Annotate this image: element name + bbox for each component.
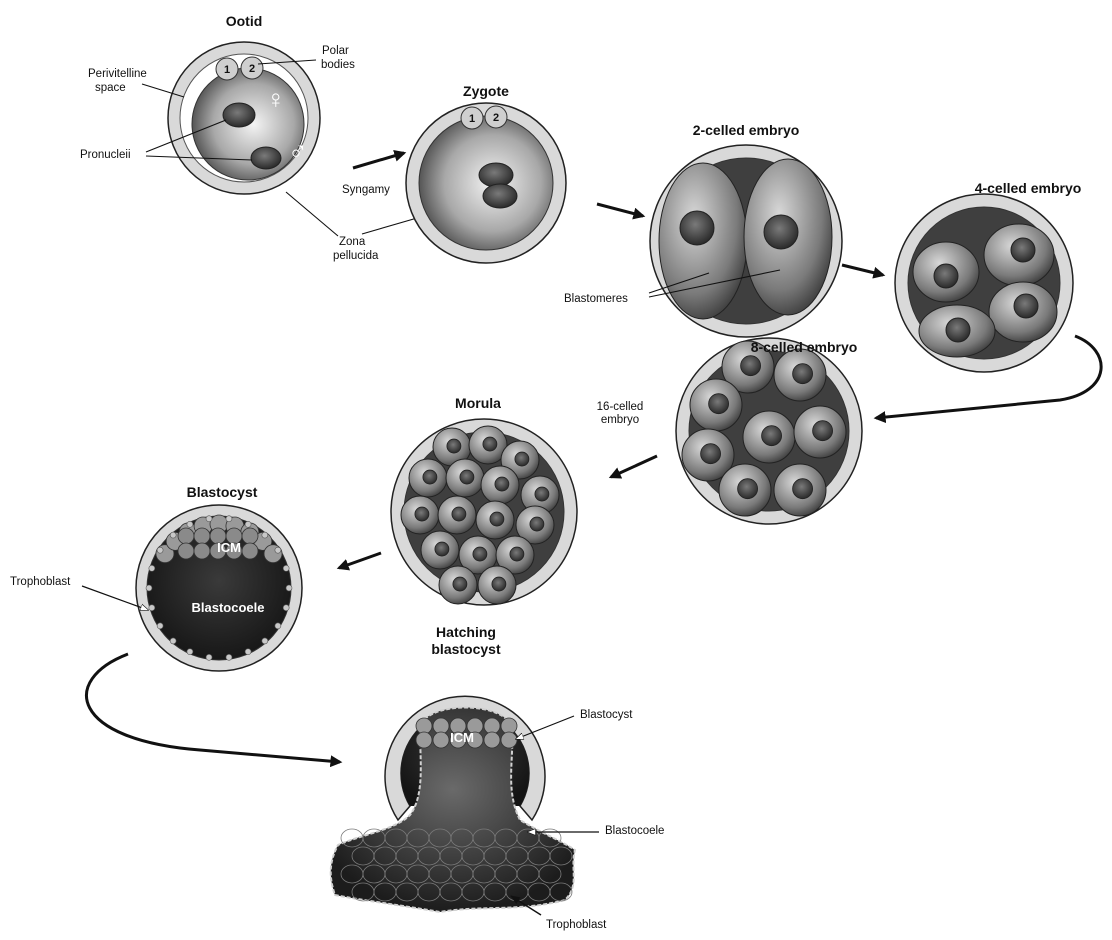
male-symbol-icon: ♂ [288,136,308,166]
label-blastocyst-hatching: Blastocyst [580,709,633,721]
zygote-stage: 1 2 [406,103,566,263]
polar-body-1-label: 1 [224,64,230,76]
morula-blastomere [439,566,477,604]
label-zona-1: Zona [339,236,366,248]
eight-cell-stage [676,338,862,524]
morula-blastomere [438,496,476,534]
trophoblast-cell [275,547,281,553]
trophoblast-cell [157,623,163,629]
label-pronucleii: Pronucleii [80,149,131,161]
hatching-blastocyst-stage [331,696,575,912]
trophoblast-cell [149,565,155,571]
icm-cell [178,528,194,544]
label-sixteen-cell-2: embryo [601,414,639,426]
label-trophoblast-bottom: Trophoblast [546,919,607,931]
trophoblast-cell [245,521,251,527]
icm-cell [484,718,500,734]
trophoblast-cell [262,638,268,644]
trophoblast-cell [262,532,268,538]
four-cell-stage [895,194,1073,372]
morula-stage [391,419,577,605]
two-cell-stage [650,145,842,337]
stage-title-morula: Morula [455,395,501,411]
stage-title-zygote: Zygote [463,83,509,99]
label-sixteen-cell-1: 16-celled [597,401,644,413]
stage-title-two-cell: 2-celled embryo [693,122,800,138]
morula-blastomere [421,531,459,569]
trophoblast-cell [187,649,193,655]
blastocyst-blastocoele-label: Blastocoele [192,600,265,615]
label-blastomeres: Blastomeres [564,293,628,305]
zygote-polar-body-1-label: 1 [469,113,475,125]
morula-blastomere [446,459,484,497]
hatching-icm-label: ICM [450,730,474,745]
polar-body-2-label: 2 [249,63,255,75]
trophoblast-cell [170,532,176,538]
morula-blastomere [401,496,439,534]
icm-cell [433,732,449,748]
label-trophoblast-left: Trophoblast [10,576,71,588]
eight-cell-blastomere [690,379,742,431]
stage-title-eight-cell: 8-celled embryo [751,339,858,355]
trophoblast-cell [245,649,251,655]
trophoblast-cell [283,605,289,611]
eight-cell-blastomere [794,406,846,458]
label-polar-bodies-2: bodies [321,59,355,71]
trophoblast-cell [187,521,193,527]
trophoblast-cell [226,654,232,660]
male-pronucleus [251,147,281,169]
trophoblast-cell [170,638,176,644]
zygote-polar-body-2-label: 2 [493,112,499,124]
icm-cell [501,718,517,734]
icm-cell [242,543,258,559]
label-perivitelline-2: space [95,82,126,94]
blastocyst-icm-label: ICM [217,540,241,555]
label-perivitelline-1: Perivitelline [88,68,147,80]
icm-cell [501,732,517,748]
icm-cell [194,543,210,559]
icm-cell [194,528,210,544]
trophoblast-cell [149,605,155,611]
icm-cell [484,732,500,748]
morula-blastomere [478,566,516,604]
trophoblast-cell [283,565,289,571]
blastocyst-stage [136,505,302,671]
female-symbol-icon: ♀ [266,84,286,114]
trophoblast-cell [206,516,212,522]
stage-title-ootid: Ootid [226,13,263,29]
trophoblast-cell [206,654,212,660]
icm-cell [416,718,432,734]
morula-blastomere [476,501,514,539]
trophoblast-cell [146,585,152,591]
trophoblast-cell [157,547,163,553]
label-syngamy: Syngamy [342,184,390,196]
eight-cell-blastomere [774,464,826,516]
trophoblast-cell [226,516,232,522]
stage-title-four-cell: 4-celled embryo [975,180,1082,196]
female-pronucleus [223,103,255,127]
icm-cell [416,732,432,748]
label-blastocoele-hatching: Blastocoele [605,825,664,837]
label-polar-bodies-1: Polar [322,45,349,57]
ootid-stage: 1 2 ♀ ♂ [168,42,320,194]
stage-title-hatching-2: blastocyst [431,641,501,657]
eight-cell-blastomere [719,464,771,516]
trophoblast-cell [275,623,281,629]
morula-blastomere [481,466,519,504]
icm-cell [433,718,449,734]
stage-title-hatching-1: Hatching [436,624,496,640]
icm-cell [178,543,194,559]
eight-cell-blastomere [774,349,826,401]
trophoblast-cell [286,585,292,591]
label-zona-2: pellucida [333,250,379,262]
eight-cell-blastomere [743,411,795,463]
icm-cell [242,528,258,544]
stage-title-blastocyst: Blastocyst [187,484,258,500]
morula-blastomere [409,459,447,497]
